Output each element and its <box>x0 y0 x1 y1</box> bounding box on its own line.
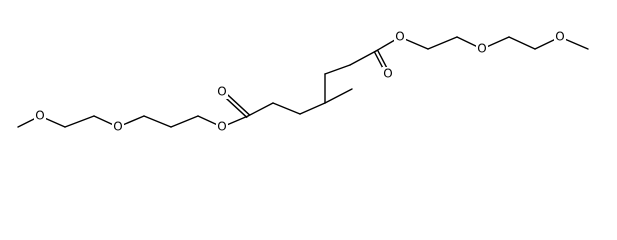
single-bond <box>324 64 351 75</box>
oxygen-atom-label: O <box>395 30 404 44</box>
oxygen-atom-label: O <box>217 120 226 134</box>
atom-label-background <box>394 30 406 44</box>
atom-label-background <box>476 42 488 56</box>
single-bond <box>247 102 274 117</box>
single-bond <box>427 36 458 50</box>
atom-label-background <box>216 85 228 99</box>
structure-svg: O O O O O O O O <box>17 30 589 134</box>
structure-diagram-canvas: O O O O O O O O <box>17 30 589 134</box>
atom-label-background <box>554 30 566 44</box>
bond-layer <box>17 36 589 128</box>
oxygen-atom-label: O <box>383 67 392 81</box>
oxygen-atom-label: O <box>35 109 44 123</box>
single-bond <box>272 102 301 115</box>
oxygen-atom-label: O <box>113 120 122 134</box>
atom-label-background <box>112 120 124 134</box>
atom-label-layer: O O O O O O O O <box>34 30 566 134</box>
atom-label-background <box>34 109 46 123</box>
oxygen-atom-label: O <box>217 85 226 99</box>
atom-label-background <box>382 67 394 81</box>
oxygen-atom-label: O <box>477 42 486 56</box>
single-bond <box>324 88 353 104</box>
single-bond <box>170 115 199 128</box>
single-bond <box>64 115 95 128</box>
oxygen-atom-label: O <box>555 30 564 44</box>
single-bond <box>508 36 536 50</box>
single-bond <box>299 102 326 115</box>
single-bond <box>143 115 172 128</box>
single-bond <box>349 50 377 66</box>
atom-label-background <box>216 120 228 134</box>
